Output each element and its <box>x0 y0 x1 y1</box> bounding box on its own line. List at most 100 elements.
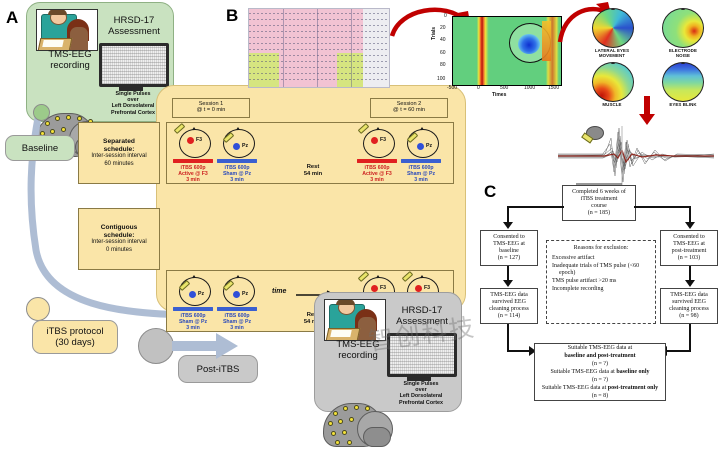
exclusion-item: TMS pulse artifact >20 ms <box>552 277 617 284</box>
topoplot-caption-3: MUSCLE <box>580 102 644 107</box>
survived-baseline-line1: TMS-EEG data <box>490 291 528 298</box>
exclusion-item: Excessive artifact <box>552 255 595 262</box>
electrode-dot <box>66 115 72 121</box>
exclusion-item: Incomplete recording <box>552 285 604 292</box>
stim-site-label: F3 <box>424 285 431 291</box>
survived-post-line2: survived EEG <box>672 298 706 305</box>
separated-name-line1: Separated <box>103 138 135 145</box>
completed-line3: course <box>591 203 607 209</box>
electrode-dot <box>45 121 51 127</box>
tms-eeg-recording-label-post: TMS-EEG recording <box>329 339 387 361</box>
consent-post-line2: TMS-EEG at <box>673 240 705 247</box>
flow-box-consent-baseline: Consented to TMS-EEG at baseline (n = 12… <box>480 230 538 266</box>
stim-bar-s1-b2 <box>217 159 257 163</box>
stim-line2: Sham @ Pz <box>222 319 252 326</box>
flow-connector-vertical-right <box>689 206 691 224</box>
topoplot-lateral-eyes-movement <box>592 8 634 48</box>
head-diagram-s2-b2: Pz <box>406 127 439 158</box>
topo-cap2-line2: NOISE <box>675 53 691 58</box>
stim-line1: iTBS 600p <box>364 165 390 171</box>
separated-name-line2: schedule: <box>103 145 135 153</box>
erp-ylabel: Trials <box>431 26 437 40</box>
hrsd-assessment-label-post: HRSD-17 Assessment <box>389 305 455 327</box>
head-diagram-c1-b2: Pz <box>222 275 255 306</box>
flow-box-survived-baseline: TMS-EEG data survived EEG cleaning proce… <box>480 288 538 324</box>
session-1-line1: Session 1 <box>198 101 224 107</box>
rest-line2: 54 min <box>303 318 323 325</box>
stim-caption-c1-b2: iTBS 600p Sham @ Pz 3 min <box>213 313 261 331</box>
flow-connector-horizontal <box>634 206 690 208</box>
tms-eeg-recording-line2: recording <box>50 60 90 71</box>
separated-schedule-label: Separated schedule: Inter-session interv… <box>78 122 160 184</box>
caption-post-line-2: over <box>415 387 427 394</box>
final-count-post-only: (n = 8) <box>591 393 609 399</box>
electrode-dot <box>50 129 56 135</box>
final-line2b: baseline only <box>616 369 650 375</box>
stim-line1: iTBS 600p <box>224 165 250 171</box>
hrsd-assessment-line2: Assessment <box>108 26 160 37</box>
topo-cap1-line1: LATERAL EYES <box>594 48 630 53</box>
electrode-dot <box>77 116 83 122</box>
stim-site-dot <box>189 291 196 298</box>
erp-ytick-100: 100 <box>437 76 446 82</box>
head-diagram-s1-b1: F3 <box>173 122 211 158</box>
final-line2a: Suitable TMS-EEG data at <box>550 369 617 375</box>
flow-arrowhead-left <box>503 222 513 229</box>
stim-site-dot <box>417 143 424 150</box>
hrsd-assessment-post-line1: HRSD-17 <box>401 305 443 316</box>
topo-cap1-line2: MOVEMENT <box>598 53 626 58</box>
flow-arrowhead-down-left <box>503 280 513 287</box>
stim-caption-s1-b1: iTBS 600p Active @ F3 3 min <box>169 165 217 183</box>
stim-line3: 3 min <box>370 177 384 184</box>
post-itbs-label: Post-iTBS <box>196 363 240 375</box>
stim-site-dot <box>415 285 422 292</box>
stim-line3: 3 min <box>230 325 244 332</box>
stim-line1: iTBS 600p <box>224 313 250 319</box>
stim-line3: 3 min <box>186 325 200 332</box>
stim-bar-c1-b2 <box>217 307 257 311</box>
stim-line1: iTBS 600p <box>408 165 434 171</box>
stim-line3: 3 min <box>414 177 428 184</box>
topoplot-caption-2: ELECTRODE NOISE <box>652 48 714 58</box>
rest-period-c1: Rest 54 min <box>285 312 341 326</box>
consent-post-line3: post-treatment <box>671 248 707 254</box>
erp-ytick-20: 20 <box>440 25 446 31</box>
stim-caption-s2-b2: iTBS 600p Sham @ Pz 3 min <box>397 165 445 183</box>
flow-connector-final-left-h <box>507 350 531 352</box>
itbs-node <box>26 297 50 321</box>
tms-coil-icon <box>178 279 191 292</box>
session-1-line2: @ t = 0 min <box>196 107 226 114</box>
topoplot-eyes-blink <box>662 62 704 102</box>
survived-post-line3: cleaning process <box>669 306 709 312</box>
stim-line2: Sham @ Pz <box>178 319 208 326</box>
itbs-protocol-pill: iTBS protocol (30 days) <box>32 320 118 354</box>
electrode-dot <box>55 116 61 122</box>
completed-line2: iTBS treatment <box>580 195 618 202</box>
rest-period-s1: Rest 54 min <box>285 164 341 178</box>
itbs-protocol-line2: (30 days) <box>55 337 95 348</box>
consent-baseline-count: (n = 127) <box>497 255 521 262</box>
stim-caption-s1-b2: iTBS 600p Sham @ Pz 3 min <box>213 165 261 183</box>
topoplot-caption-4: EYES BLINK <box>652 102 714 107</box>
survived-baseline-line2: survived EEG <box>492 298 526 305</box>
final-count-baseline-only: (n = ?) <box>591 377 609 383</box>
stim-site-dot <box>371 137 378 144</box>
panel-c-letter: C <box>484 182 497 201</box>
flow-arrowhead-down-right <box>685 280 695 287</box>
tms-eeg-recording-line1: TMS-EEG <box>48 49 92 60</box>
flow-connector-down-left <box>507 266 509 282</box>
stim-caption-s2-b1: iTBS 600p Active @ F3 3 min <box>353 165 401 183</box>
flow-connector-final-right-h <box>667 350 691 352</box>
session-2-line2: @ t = 60 min <box>393 107 425 114</box>
stim-caption-c1-b1: iTBS 600p Sham @ Pz 3 min <box>169 313 217 331</box>
completed-line1: Completed 6 weeks of <box>572 188 626 195</box>
caption-line-3: Left Dorsolateral <box>111 103 155 110</box>
brain-electrode-illustration-post <box>323 397 401 449</box>
tms-eeg-recording-post-line1: TMS-EEG <box>336 339 380 350</box>
stim-bar-s2-b2 <box>401 159 441 163</box>
consent-baseline-line2: TMS-EEG at <box>493 240 525 247</box>
stimulation-caption-post: Single Pulses over Left Dorsolateral Pre… <box>387 381 455 406</box>
final-line3b: post-treatment only <box>607 385 659 391</box>
flow-box-completed: Completed 6 weeks of iTBS treatment cour… <box>562 185 636 221</box>
stim-site-label: Pz <box>198 291 205 297</box>
